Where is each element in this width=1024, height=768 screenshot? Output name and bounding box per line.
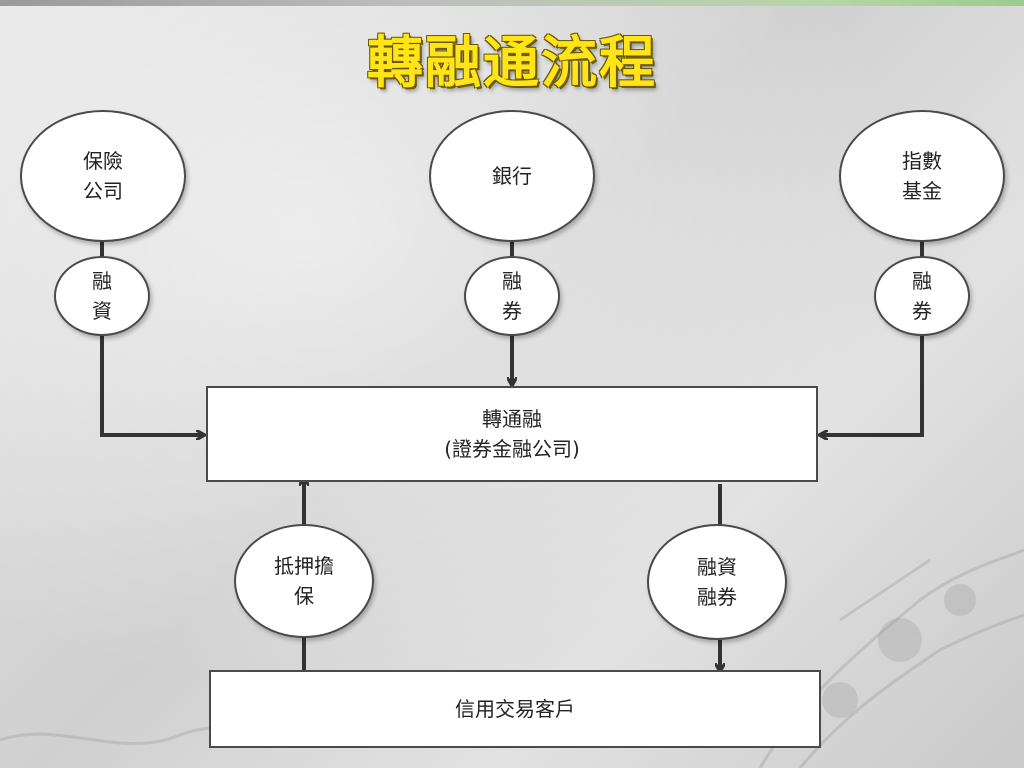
node-securities-lending-center-label: 融 券 bbox=[502, 269, 522, 323]
node-collateral-label: 抵押擔 保 bbox=[274, 554, 334, 608]
node-financing-left-label: 融 資 bbox=[92, 269, 112, 323]
node-securities-lending-right-label: 融 券 bbox=[912, 269, 932, 323]
node-margin-trading: 融資 融券 bbox=[647, 524, 787, 640]
node-collateral: 抵押擔 保 bbox=[234, 524, 374, 638]
node-financing-left: 融 資 bbox=[54, 256, 150, 336]
node-securities-finance-company: 轉通融 (證券金融公司) bbox=[206, 386, 818, 482]
node-securities-finance-company-label: 轉通融 (證券金融公司) bbox=[444, 407, 580, 461]
arrow-financing-to-center bbox=[100, 335, 204, 435]
node-credit-trading-client-label: 信用交易客戶 bbox=[455, 697, 575, 721]
arrow-lending-right-to-center bbox=[820, 335, 924, 435]
node-securities-lending-right: 融 券 bbox=[874, 256, 970, 336]
node-insurance-company: 保險 公司 bbox=[20, 110, 186, 242]
node-credit-trading-client: 信用交易客戶 bbox=[209, 670, 821, 748]
node-index-fund-label: 指數 基金 bbox=[902, 149, 942, 203]
node-bank-label: 銀行 bbox=[492, 164, 532, 188]
node-margin-trading-label: 融資 融券 bbox=[697, 555, 737, 609]
node-securities-lending-center: 融 券 bbox=[464, 256, 560, 336]
node-index-fund: 指數 基金 bbox=[839, 110, 1005, 242]
top-accent-line bbox=[0, 0, 1024, 6]
node-insurance-company-label: 保險 公司 bbox=[83, 149, 123, 203]
node-bank: 銀行 bbox=[429, 110, 595, 242]
slide-title: 轉融通流程 bbox=[367, 31, 657, 96]
